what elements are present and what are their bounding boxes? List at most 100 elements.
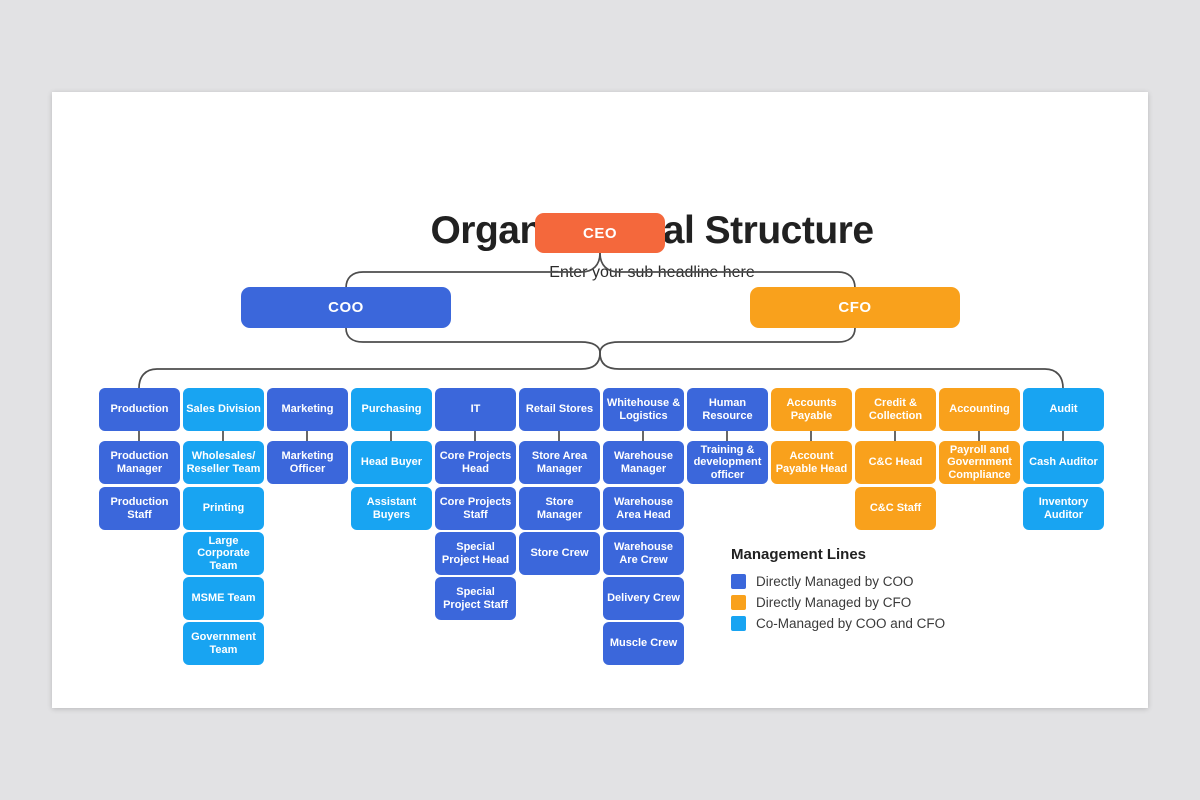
org-box-accounting-level-0: Accounting <box>939 388 1020 431</box>
org-box-accounts-payable-level-1: Account Payable Head <box>771 441 852 484</box>
org-box-coo: COO <box>241 287 451 328</box>
org-box-credit-collection-level-1: C&C Head <box>855 441 936 484</box>
org-box-label: Large Corporate Team <box>197 535 250 572</box>
org-box-accounts-payable-level-0: Accounts Payable <box>771 388 852 431</box>
org-box-whitehouse-logistics-level-0: Whitehouse & Logistics <box>603 388 684 431</box>
org-box-retail-stores-level-0: Retail Stores <box>519 388 600 431</box>
org-box-retail-stores-level-1: Store Area Manager <box>519 441 600 484</box>
legend-swatch-icon <box>731 574 746 589</box>
org-box-audit-level-1: Cash Auditor <box>1023 441 1104 484</box>
org-box-cfo-label: CFO <box>838 299 872 316</box>
org-box-production-level-0: Production <box>99 388 180 431</box>
org-box-ceo: CEO <box>535 213 665 253</box>
org-box-sales-division-level-1: Wholesales/ Reseller Team <box>183 441 264 484</box>
legend-items: Directly Managed by COO Directly Managed … <box>731 574 945 631</box>
org-box-label: Marketing Officer <box>281 450 334 475</box>
org-box-credit-collection-level-0: Credit & Collection <box>855 388 936 431</box>
org-box-sales-division-level-5: Government Team <box>183 622 264 665</box>
org-box-label: Store Crew <box>530 547 589 560</box>
org-box-label: Audit <box>1049 403 1078 416</box>
org-box-label: MSME Team <box>191 592 256 605</box>
org-box-purchasing-level-0: Purchasing <box>351 388 432 431</box>
org-box-label: Payroll and Government Compliance <box>947 444 1012 481</box>
org-box-audit-level-2: Inventory Auditor <box>1023 487 1104 530</box>
org-box-label: Core Projects Head <box>439 450 512 475</box>
legend-item-label: Co-Managed by COO and CFO <box>756 616 946 631</box>
org-box-retail-stores-level-2: Store Manager <box>519 487 600 530</box>
org-box-whitehouse-logistics-level-1: Warehouse Manager <box>603 441 684 484</box>
org-box-sales-division-level-0: Sales Division <box>183 388 264 431</box>
org-box-whitehouse-logistics-level-3: Warehouse Are Crew <box>603 532 684 575</box>
legend-title: Management Lines <box>731 546 867 563</box>
org-box-it-level-1: Core Projects Head <box>435 441 516 484</box>
org-box-label: Cash Auditor <box>1029 456 1098 469</box>
org-box-label: Wholesales/ Reseller Team <box>186 450 261 475</box>
org-box-label: Printing <box>202 502 245 515</box>
org-box-sales-division-level-4: MSME Team <box>183 577 264 620</box>
org-box-label: Retail Stores <box>525 403 594 416</box>
org-box-label: C&C Staff <box>869 502 922 515</box>
org-box-coo-label: COO <box>328 299 364 316</box>
org-box-label: Head Buyer <box>360 456 423 469</box>
org-box-label: Marketing <box>281 403 334 416</box>
org-box-cfo: CFO <box>750 287 960 328</box>
org-box-label: Warehouse Area Head <box>614 496 673 521</box>
org-box-sales-division-level-2: Printing <box>183 487 264 530</box>
org-box-label: IT <box>470 403 481 416</box>
legend-item-0: Directly Managed by COO <box>731 574 945 589</box>
org-box-purchasing-level-1: Head Buyer <box>351 441 432 484</box>
org-box-it-level-3: Special Project Head <box>435 532 516 575</box>
org-box-production-level-1: Production Manager <box>99 441 180 484</box>
org-box-label: Account Payable Head <box>775 450 848 475</box>
org-box-label: Inventory Auditor <box>1038 496 1089 521</box>
legend-swatch-icon <box>731 595 746 610</box>
org-box-label: Training & development officer <box>693 444 762 481</box>
org-box-label: Store Area Manager <box>531 450 588 475</box>
org-box-label: Warehouse Are Crew <box>614 541 673 566</box>
legend-item-label: Directly Managed by COO <box>756 574 914 589</box>
legend-item-label: Directly Managed by CFO <box>756 595 912 610</box>
org-box-label: Accounts Payable <box>786 397 837 422</box>
org-box-whitehouse-logistics-level-5: Muscle Crew <box>603 622 684 665</box>
org-box-marketing-level-1: Marketing Officer <box>267 441 348 484</box>
org-box-label: Accounting <box>949 403 1010 416</box>
org-box-label: Delivery Crew <box>607 592 680 605</box>
org-box-audit-level-0: Audit <box>1023 388 1104 431</box>
org-box-human-resource-level-0: Human Resource <box>687 388 768 431</box>
org-box-marketing-level-0: Marketing <box>267 388 348 431</box>
org-box-label: Core Projects Staff <box>439 496 512 521</box>
org-box-label: Sales Division <box>186 403 261 416</box>
org-box-label: Warehouse Manager <box>614 450 673 475</box>
org-box-label: Special Project Staff <box>443 586 508 611</box>
org-box-label: Production Manager <box>110 450 169 475</box>
org-box-it-level-2: Core Projects Staff <box>435 487 516 530</box>
org-box-label: Assistant Buyers <box>366 496 417 521</box>
org-box-purchasing-level-2: Assistant Buyers <box>351 487 432 530</box>
org-box-label: C&C Head <box>868 456 923 469</box>
org-box-whitehouse-logistics-level-2: Warehouse Area Head <box>603 487 684 530</box>
org-box-credit-collection-level-2: C&C Staff <box>855 487 936 530</box>
org-box-label: Store Manager <box>536 496 583 521</box>
legend-item-1: Directly Managed by CFO <box>731 595 945 610</box>
org-box-label: Production <box>110 403 169 416</box>
org-box-label: Human Resource <box>702 397 753 422</box>
org-box-label: Government Team <box>191 631 256 656</box>
org-box-it-level-0: IT <box>435 388 516 431</box>
org-box-retail-stores-level-3: Store Crew <box>519 532 600 575</box>
org-box-label: Muscle Crew <box>609 637 678 650</box>
legend-item-2: Co-Managed by COO and CFO <box>731 616 945 631</box>
org-box-label: Credit & Collection <box>868 397 923 422</box>
org-box-accounting-level-1: Payroll and Government Compliance <box>939 441 1020 484</box>
org-box-ceo-label: CEO <box>582 224 617 242</box>
org-box-it-level-4: Special Project Staff <box>435 577 516 620</box>
org-box-label: Purchasing <box>361 403 422 416</box>
legend: Management Lines Directly Managed by COO… <box>731 546 945 637</box>
org-box-production-level-2: Production Staff <box>99 487 180 530</box>
org-box-label: Production Staff <box>110 496 169 521</box>
org-box-human-resource-level-1: Training & development officer <box>687 441 768 484</box>
org-box-label: Whitehouse & Logistics <box>606 397 681 422</box>
org-box-label: Special Project Head <box>441 541 510 566</box>
legend-swatch-icon <box>731 616 746 631</box>
